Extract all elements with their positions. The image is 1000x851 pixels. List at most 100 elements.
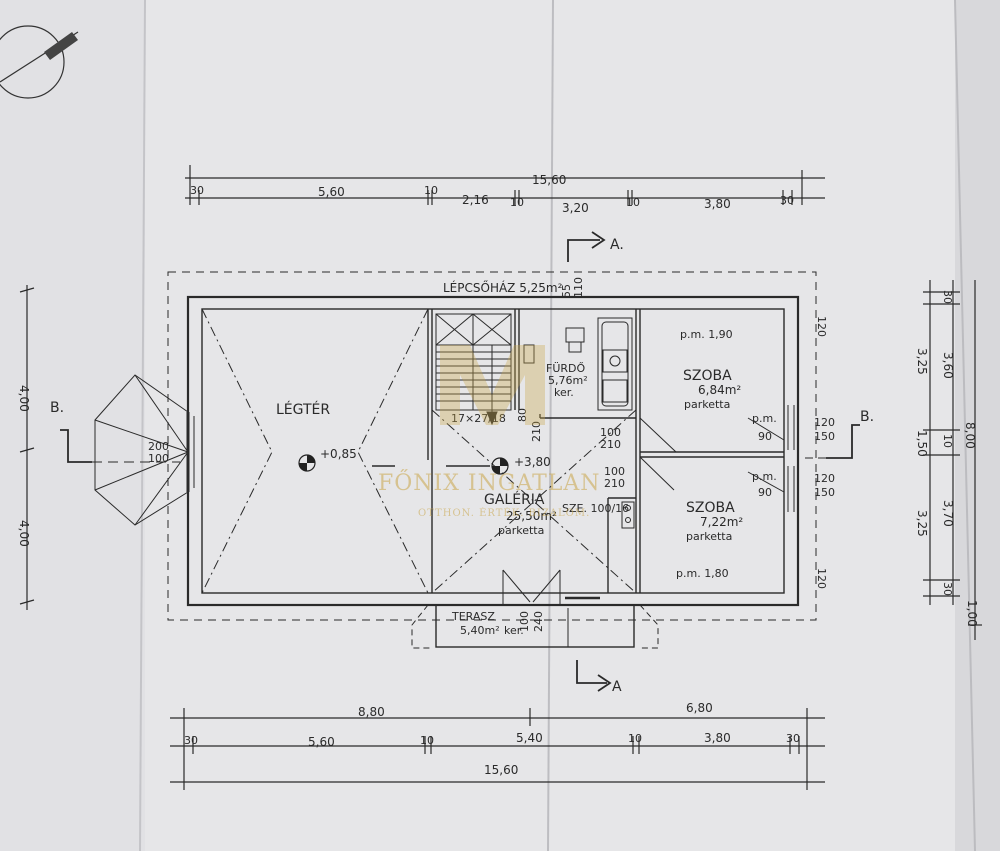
- opening-left-window-w: 200: [148, 440, 169, 453]
- dim-bottom-total: 15,60: [484, 763, 518, 777]
- dim-right-inner-1: 3,60: [941, 352, 955, 379]
- paper-panel-left: [0, 0, 145, 851]
- opening-terrace-door-h: 240: [532, 611, 545, 632]
- opening-win-room2-w: 120: [814, 472, 835, 485]
- opening-furdo-win-w: 55: [560, 284, 573, 298]
- room-szoba2-sill: p.m. 1,80: [676, 567, 729, 580]
- stair-label: 17×27/18: [451, 412, 506, 425]
- watermark-logo: [440, 345, 545, 425]
- room-galeria-name: GALÉRIA: [484, 491, 545, 508]
- legter-void-right: [357, 308, 429, 594]
- watermark-brand: FŐNIX INGATLAN: [378, 469, 601, 496]
- room-szoba1-floor: parketta: [684, 398, 730, 411]
- level-marker-legter-icon: [298, 454, 316, 472]
- room-szoba2-name: SZOBA: [686, 500, 735, 516]
- left-dimension-line: [19, 285, 35, 610]
- galeria-diagonal-2: [431, 409, 637, 594]
- opening-furdo-win-h: 110: [572, 277, 585, 298]
- room-furdo-area: 5,76m²: [548, 374, 588, 387]
- closet-label: SZE. 100/16: [562, 502, 629, 515]
- dim-top-seg-5: 10: [510, 196, 524, 209]
- room-terasz-floor: ker.: [504, 624, 524, 637]
- dim-bottom-seg-4: 5,40: [516, 731, 543, 745]
- opening-win-room1-h: 150: [814, 430, 835, 443]
- eaves-outline: [167, 271, 817, 621]
- room-szoba2-area: 7,22m²: [700, 515, 743, 529]
- terrace: [411, 569, 659, 649]
- paper-fold-1: [139, 0, 146, 851]
- bathroom-fixtures: [523, 317, 635, 529]
- room-legter-name: LÉGTÉR: [276, 401, 330, 418]
- opening-right-top: 120: [815, 316, 828, 337]
- dim-right-extra: 1,00: [965, 600, 979, 627]
- paper-fold-3: [954, 0, 976, 851]
- dim-bottom-seg-2: 5,60: [308, 735, 335, 749]
- section-a-top: [567, 231, 606, 262]
- dim-top-seg-1: 30: [190, 184, 204, 197]
- section-a-top-label: A.: [610, 237, 624, 253]
- dim-left-2: 4,00: [17, 520, 31, 547]
- opening-left-window-h: 100: [148, 452, 169, 465]
- dim-top-seg-2: 5,60: [318, 185, 345, 199]
- level-legter: +0,85: [320, 447, 357, 461]
- opening-stair-door-w: 80: [516, 408, 529, 422]
- dim-bottom-seg-5: 10: [628, 732, 642, 745]
- dim-top-total: 15,60: [532, 173, 566, 187]
- level-marker-galeria-icon: [491, 457, 509, 475]
- section-b-left: [60, 429, 180, 463]
- bay-window: [94, 374, 195, 526]
- dim-bottom-upper-1: 8,80: [358, 705, 385, 719]
- dim-right-inner-2: 10: [941, 434, 954, 448]
- dim-right-seg-2: 3,25: [915, 348, 929, 375]
- room-terasz-area: 5,40m²: [460, 624, 500, 637]
- opening-room-pm2-a: p.m.: [752, 470, 777, 483]
- partition-walls: [427, 309, 784, 593]
- room-szoba2-floor: parketta: [686, 530, 732, 543]
- dim-right-seg-5: 30: [941, 582, 954, 596]
- dim-top-seg-8: 3,80: [704, 197, 731, 211]
- inner-wall-line: [201, 308, 785, 594]
- opening-door1-w: 100: [600, 426, 621, 439]
- dim-right-seg-1: 30: [941, 290, 954, 304]
- dim-bottom-seg-7: 30: [786, 732, 800, 745]
- opening-room-pm1-a: p.m.: [752, 412, 777, 425]
- room-szoba1-sill: p.m. 1,90: [680, 328, 733, 341]
- north-arrow-icon: [0, 25, 79, 99]
- dim-top-seg-4: 2,16: [462, 193, 489, 207]
- bottom-dimension-lines: [170, 708, 825, 790]
- dim-left-1: 4,00: [17, 385, 31, 412]
- legter-void-left: [201, 308, 273, 594]
- room-furdo-floor: ker.: [554, 386, 574, 399]
- dim-right-seg-4: 3,25: [915, 510, 929, 537]
- room-lepcsohaz-name: LÉPCSŐHÁZ 5,25m²: [443, 280, 563, 295]
- paper-fold-2: [547, 0, 554, 851]
- level-galeria: +3,80: [514, 455, 551, 469]
- section-b-right-label: B.: [860, 409, 874, 425]
- opening-stair-door-h: 210: [530, 421, 543, 442]
- paper-panel-right: [955, 0, 1000, 851]
- opening-win-room1-w: 120: [814, 416, 835, 429]
- opening-room-pm2-b: 90: [758, 486, 772, 499]
- right-dimension-lines: [923, 280, 982, 640]
- dim-top-seg-9: 30: [780, 194, 794, 207]
- opening-right-bottom: 120: [815, 568, 828, 589]
- dim-bottom-seg-6: 3,80: [704, 731, 731, 745]
- dim-top-seg-3: 10: [424, 184, 438, 197]
- top-dimension-lines: [185, 165, 825, 205]
- dim-top-seg-7: 10: [626, 196, 640, 209]
- galeria-diagonal-1: [431, 409, 637, 594]
- opening-room-pm1-b: 90: [758, 430, 772, 443]
- section-a-bottom-label: A: [612, 679, 622, 695]
- room-galeria-area: 25,50m²: [506, 509, 557, 523]
- opening-door2-w: 100: [604, 465, 625, 478]
- section-a-bottom: [576, 660, 612, 692]
- opening-terrace-door-w: 100: [518, 611, 531, 632]
- staircase: [435, 313, 512, 426]
- dim-right-inner-3: 3,70: [941, 500, 955, 527]
- dim-top-seg-6: 3,20: [562, 201, 589, 215]
- section-b-right: [800, 424, 860, 459]
- room-furdo-name: FÜRDŐ: [546, 361, 585, 375]
- dim-bottom-seg-1: 30: [184, 734, 198, 747]
